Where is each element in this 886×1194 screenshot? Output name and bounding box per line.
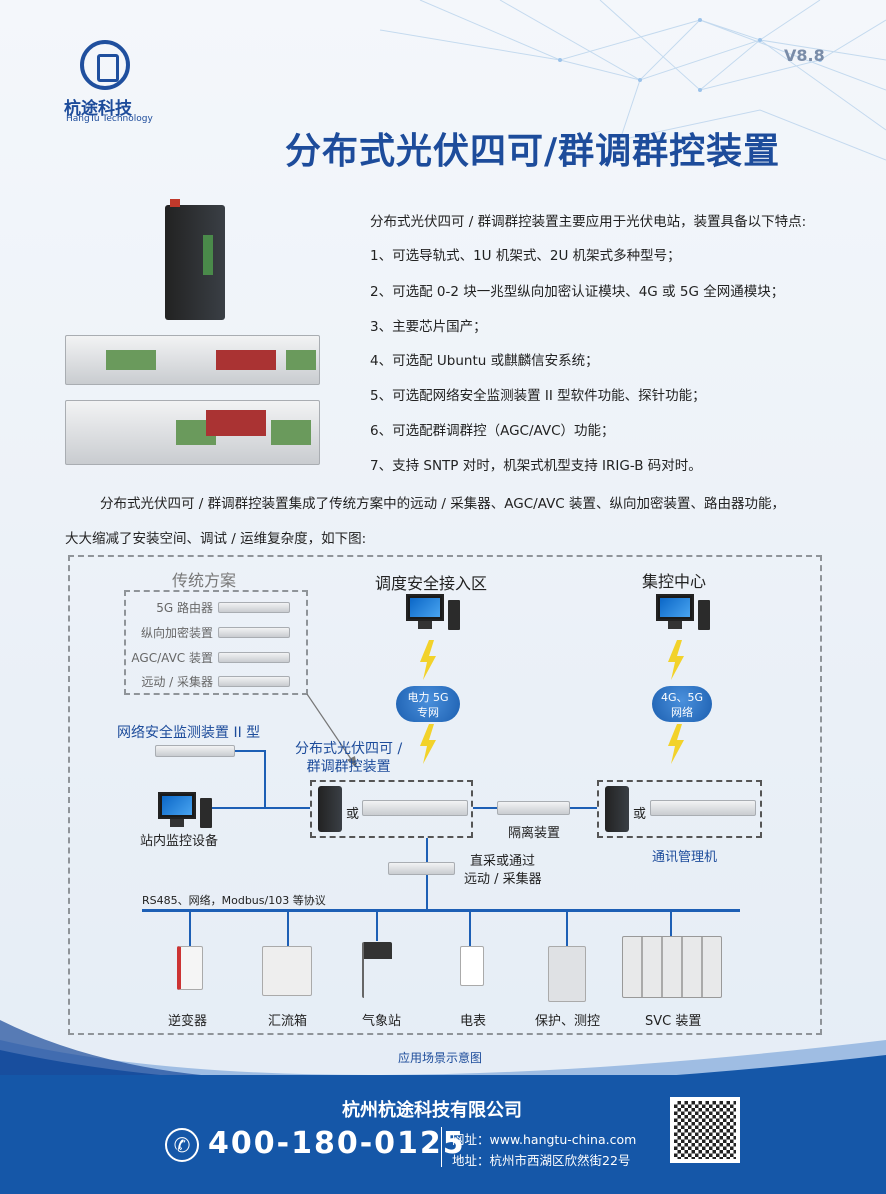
router-device-icon xyxy=(218,602,290,613)
endpoint-label: 保护、测控 xyxy=(535,1014,601,1029)
page-title: 分布式光伏四可/群调群控装置 xyxy=(285,131,781,172)
brand-logo-icon xyxy=(80,40,130,90)
feature-item: 1、可选导轨式、1U 机架式、2U 机架式多种型号； xyxy=(370,248,681,264)
comm-manager-box xyxy=(597,780,762,838)
agc-avc-device-icon xyxy=(218,652,290,663)
dispatch-zone-label: 调度安全接入区 xyxy=(375,574,488,593)
1u-rack-device-image xyxy=(65,335,320,385)
net-monitor-device-icon xyxy=(155,745,235,757)
bus-line xyxy=(142,909,740,912)
encryption-device-icon xyxy=(218,627,290,638)
diagram-frame xyxy=(68,555,822,1035)
intro-text: 分布式光伏四可 / 群调群控装置主要应用于光伏电站，装置具备以下特点: xyxy=(370,214,807,230)
divider xyxy=(441,1127,442,1167)
device-box xyxy=(310,780,473,838)
rack-device-icon xyxy=(362,800,468,816)
feature-item: 3、主要芯片国产； xyxy=(370,319,487,335)
traditional-box xyxy=(124,590,308,695)
device-label: 分布式光伏四可 /群调群控装置 xyxy=(295,741,403,775)
svc-cabinet-icon xyxy=(622,936,722,998)
2u-rack-device-image xyxy=(65,400,320,465)
net-monitor-label: 网络安全监测装置 II 型 xyxy=(117,725,261,741)
endpoint-label: 汇流箱 xyxy=(268,1014,308,1029)
feature-item: 5、可选配网络安全监测装置 II 型软件功能、探针功能； xyxy=(370,388,706,404)
summary-paragraph: 大大缩减了安装空间、调试 / 运维复杂度，如下图: xyxy=(65,531,367,547)
inverter-icon xyxy=(177,946,203,990)
traditional-title: 传统方案 xyxy=(172,571,237,590)
website-link[interactable]: 网址：www.hangtu-china.com xyxy=(452,1132,637,1147)
address-text: 地址：杭州市西湖区欣然街22号 xyxy=(452,1153,631,1168)
feature-item: 4、可选配 Ubuntu 或麒麟信安系统； xyxy=(370,353,599,369)
endpoint-label: SVC 装置 xyxy=(645,1014,702,1029)
phone-icon: ✆ xyxy=(165,1128,199,1162)
comm-manager-label: 通讯管理机 xyxy=(652,850,718,865)
traditional-item: 远动 / 采集器 xyxy=(141,675,213,689)
weather-station-icon xyxy=(362,942,392,998)
feature-item: 2、可选配 0-2 块一兆型纵向加密认证模块、4G 或 5G 全网通模块； xyxy=(370,284,785,300)
rack-device-icon xyxy=(650,800,756,816)
control-center-label: 集控中心 xyxy=(642,572,707,591)
rtu-device-icon xyxy=(388,862,455,875)
endpoint-label: 逆变器 xyxy=(168,1014,208,1029)
endpoint-label: 气象站 xyxy=(362,1014,402,1029)
protection-device-icon xyxy=(548,946,586,1002)
station-monitor-label: 站内监控设备 xyxy=(140,834,219,849)
brand-name-en: HangTu Technology xyxy=(66,114,153,124)
summary-paragraph: 分布式光伏四可 / 群调群控装置集成了传统方案中的远动 / 采集器、AGC/AV… xyxy=(100,496,786,512)
traditional-item: 纵向加密装置 xyxy=(140,626,213,640)
din-rail-device-icon xyxy=(605,786,629,832)
direct-label: 直采或通过远动 / 采集器 xyxy=(464,854,542,887)
company-name: 杭州杭途科技有限公司 xyxy=(342,1100,522,1121)
phone-number[interactable]: 400-180-0125 xyxy=(208,1126,466,1161)
meter-icon xyxy=(460,946,484,986)
combiner-box-icon xyxy=(262,946,312,996)
qr-code-icon xyxy=(670,1097,740,1163)
din-rail-device-icon xyxy=(318,786,342,832)
traditional-item: AGC/AVC 装置 xyxy=(131,651,213,665)
version-label: V8.8 xyxy=(784,46,825,65)
or-label: 或 xyxy=(346,807,360,822)
traditional-item: 5G 路由器 xyxy=(156,601,213,615)
brand-name: 杭途科技 xyxy=(64,99,132,119)
diagram-caption: 应用场景示意图 xyxy=(398,1051,483,1065)
rtu-device-icon xyxy=(218,676,290,687)
feature-item: 7、支持 SNTP 对时，机架式机型支持 IRIG-B 码对时。 xyxy=(370,458,702,474)
endpoint-label: 电表 xyxy=(460,1014,487,1029)
isolation-device-icon xyxy=(497,801,570,815)
network-background-graphic xyxy=(379,0,886,161)
arrow-icon xyxy=(306,693,357,768)
din-rail-device-image xyxy=(165,199,225,320)
isolation-label: 隔离装置 xyxy=(508,826,561,841)
bus-label: RS485、网络，Modbus/103 等协议 xyxy=(142,894,326,907)
or-label: 或 xyxy=(633,807,647,822)
feature-item: 6、可选配群调群控（AGC/AVC）功能； xyxy=(370,423,615,439)
